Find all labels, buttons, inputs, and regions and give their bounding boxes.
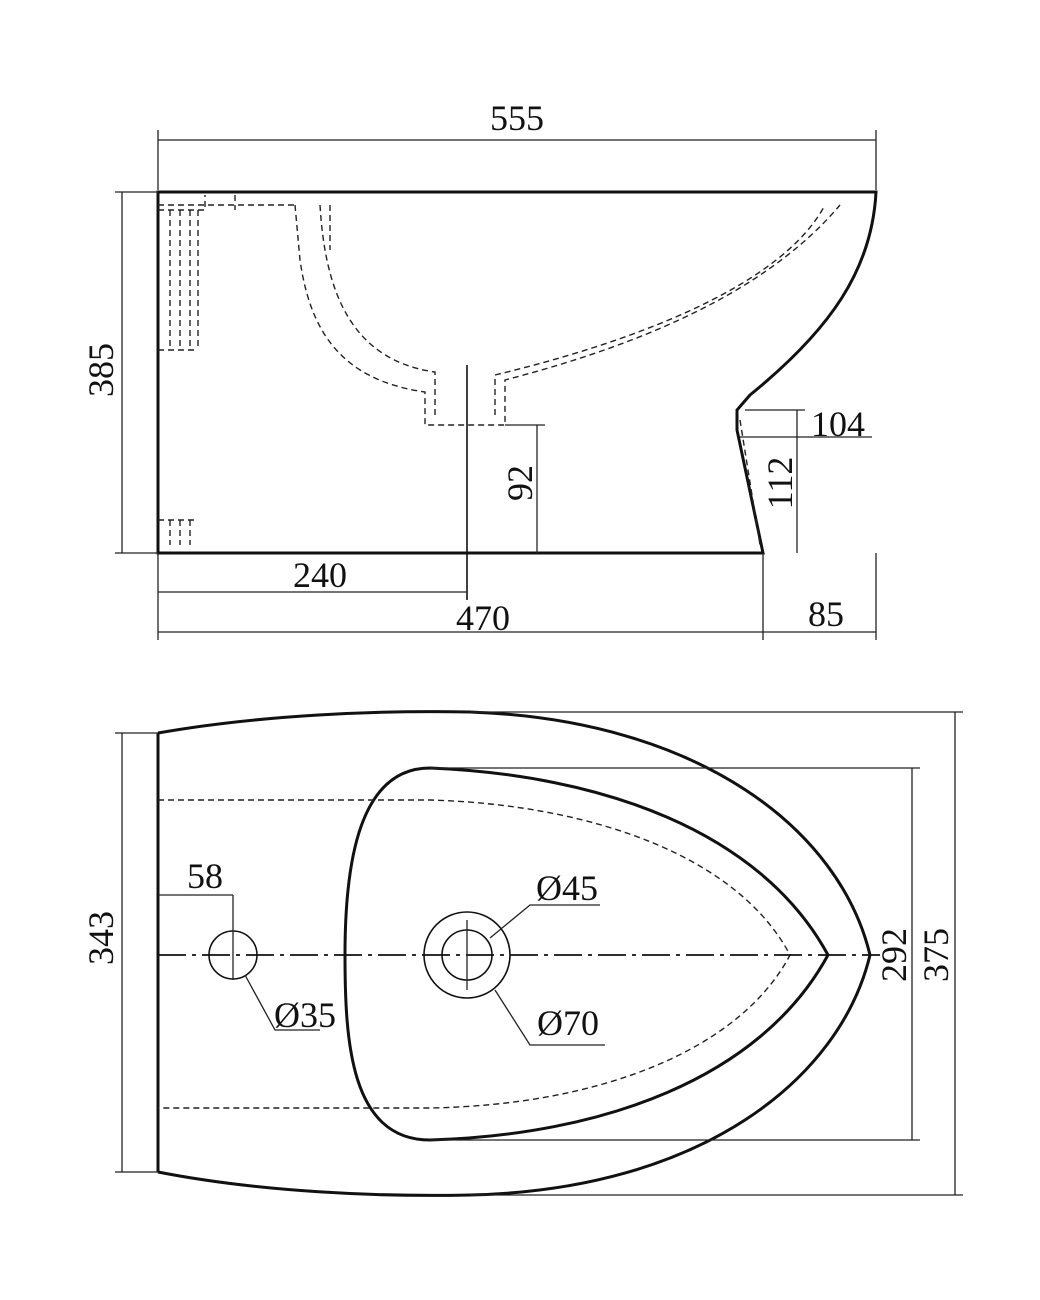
- top-view: 58 Ø35 Ø45 Ø70 343 292 375: [81, 710, 963, 1197]
- bowl-hidden-line: [158, 799, 791, 1109]
- dim-outlet-height: 92: [500, 465, 540, 501]
- dim-drain-outer-diameter: Ø70: [537, 1003, 599, 1043]
- leader-70: [494, 989, 605, 1046]
- dim-inlet-offset: 104: [811, 404, 865, 444]
- dim-tap-hole-diameter: Ø35: [274, 995, 336, 1035]
- dim-tap-hole-offset: 58: [187, 856, 223, 896]
- dim-bowl-length: 292: [874, 928, 914, 982]
- dim-outlet-distance: 240: [293, 555, 347, 595]
- dim-total-length: 555: [490, 98, 544, 138]
- drain-outer-circle: [423, 911, 511, 999]
- dim-front-overhang: 85: [808, 594, 844, 634]
- bowl-rim: [343, 766, 830, 1142]
- dim-base-length: 470: [456, 598, 510, 638]
- leader-45: [489, 904, 600, 939]
- dim-total-length-top: 375: [916, 928, 956, 982]
- side-view-bowl-hidden-lines: [158, 195, 841, 546]
- leader-35: [244, 974, 320, 1031]
- side-view: 555 385 92 112 104 240 470 85: [81, 98, 878, 640]
- dim-width: 343: [81, 911, 121, 965]
- side-view-outline: [156, 190, 878, 555]
- dim-drain-inner-diameter: Ø45: [536, 868, 598, 908]
- top-view-outline: [157, 710, 872, 1197]
- dim-inlet-height: 112: [760, 457, 800, 510]
- dim-height: 385: [81, 343, 121, 397]
